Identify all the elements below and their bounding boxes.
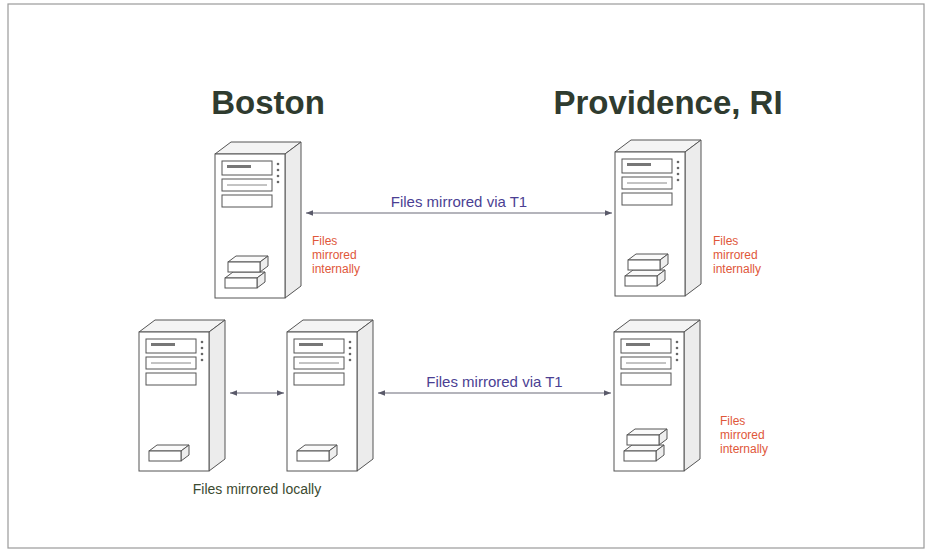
server-node: Files mirrored internally [612, 318, 704, 473]
server-illustration [285, 318, 377, 473]
server-illustration [613, 138, 705, 298]
site-heading: Providence, RI [553, 84, 782, 122]
site-heading: Boston [211, 84, 325, 122]
link-label: Files mirrored via T1 [389, 193, 529, 210]
link-label: Files mirrored via T1 [424, 373, 564, 390]
server-note: Files mirrored internally [312, 234, 376, 276]
mirror-link [230, 392, 284, 393]
server-tower [215, 142, 301, 298]
server-illustration [612, 318, 704, 473]
server-tower [614, 320, 700, 471]
server-tower [139, 320, 225, 471]
server-tower [615, 140, 701, 296]
link-label: Files mirrored locally [191, 481, 323, 497]
server-tower [287, 320, 373, 471]
server-node [285, 318, 377, 473]
server-illustration [213, 140, 305, 300]
server-node: Files mirrored internally [213, 140, 305, 300]
server-illustration [137, 318, 229, 473]
server-node: Files mirrored internally [613, 138, 705, 298]
server-note: Files mirrored internally [713, 234, 777, 276]
server-node [137, 318, 229, 473]
mirror-link [378, 392, 611, 393]
frame-border [8, 4, 924, 548]
server-note: Files mirrored internally [720, 414, 784, 456]
mirror-link [306, 212, 612, 213]
